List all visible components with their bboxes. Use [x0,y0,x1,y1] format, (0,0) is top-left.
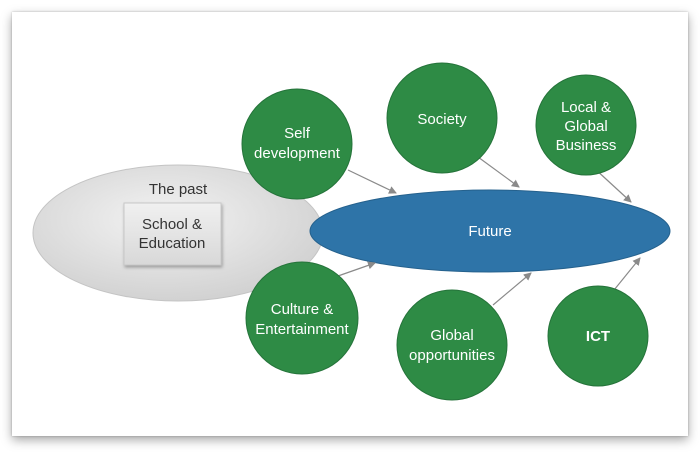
school-education-box [123,202,222,266]
arrow-self-development [347,169,397,194]
local-global-business-line2: Global [564,118,607,135]
future-label: Future [468,223,511,240]
node-ict [547,285,649,387]
ict-line1: ICT [586,328,610,345]
global-opportunities-line2: opportunities [409,347,495,364]
local-global-business-line3: Business [556,137,617,154]
node-global-opportunities [396,289,508,401]
arrow-culture-entertainment [337,261,376,277]
school-education-line1: School & [142,216,202,233]
arrow-global-opportunities [492,272,532,306]
society-line1: Society [417,111,467,128]
culture-entertainment-line2: Entertainment [255,321,349,338]
local-global-business-line1: Local & [561,99,611,116]
self-development-line2: development [254,145,341,162]
school-education-line2: Education [139,235,206,252]
arrow-local-global-business [593,167,632,203]
culture-entertainment-line1: Culture & [271,301,334,318]
node-society [386,62,498,174]
future-ellipse [309,189,671,273]
arrow-society [477,156,520,188]
global-opportunities-line1: Global [430,327,473,344]
node-self-development [241,88,353,200]
self-development-line1: Self [284,125,311,142]
node-culture-entertainment [245,261,359,375]
past-title: The past [149,181,208,198]
node-local-global-business [535,74,637,176]
